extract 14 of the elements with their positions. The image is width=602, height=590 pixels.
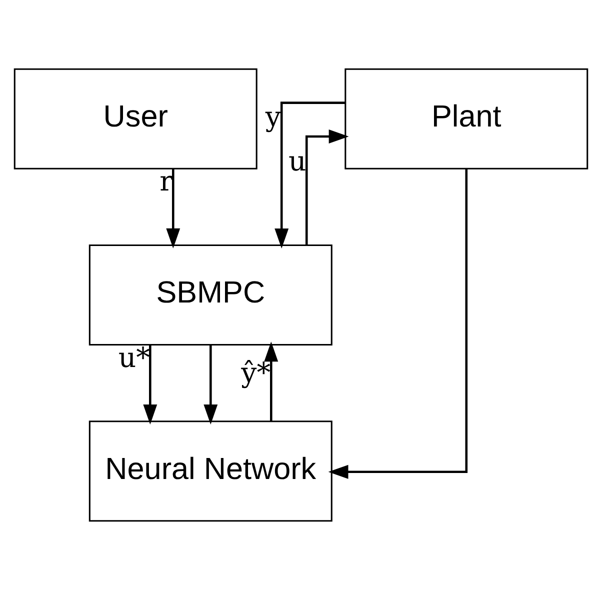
- node-box: User: [14, 68, 258, 170]
- edge-label: ŷ*: [241, 357, 270, 390]
- arrow: [274, 102, 346, 248]
- arrow: [305, 130, 349, 245]
- node-box: Plant: [344, 68, 588, 170]
- arrow: [166, 168, 180, 248]
- arrow: [204, 345, 218, 424]
- edge-label: u: [288, 145, 306, 178]
- node-box: Neural Network: [88, 420, 332, 522]
- arrow: [328, 168, 468, 479]
- arrow: [264, 342, 278, 422]
- edge-label: y: [265, 100, 281, 133]
- arrow: [143, 345, 158, 424]
- node-box: SBMPC: [88, 244, 332, 346]
